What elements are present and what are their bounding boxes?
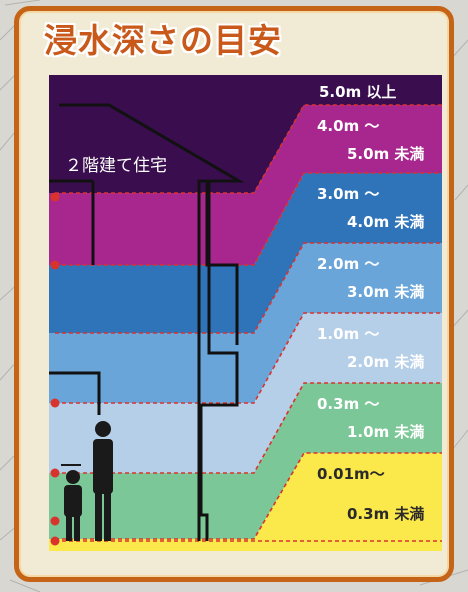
depth-label-1-line2: 5.0m 未満 xyxy=(347,145,425,163)
level-marker-1 xyxy=(50,260,60,270)
depth-label-4-line1: 1.0m ～ xyxy=(317,325,380,343)
door-frame xyxy=(199,179,239,541)
depth-band-5 xyxy=(49,383,442,539)
depth-band-3 xyxy=(49,243,442,403)
depth-label-5-line1: 0.3m ～ xyxy=(317,395,380,413)
depth-label-3-line1: 2.0m ～ xyxy=(317,255,380,273)
depth-label-2-line1: 3.0m ～ xyxy=(317,185,380,203)
depth-band-4 xyxy=(49,313,442,473)
level-marker-4 xyxy=(50,516,60,526)
depth-divider-2 xyxy=(55,172,442,266)
depth-band-6 xyxy=(49,453,442,551)
level-marker-2 xyxy=(50,398,60,408)
depth-label-2-line2: 4.0m 未満 xyxy=(347,213,425,231)
depth-divider-3 xyxy=(55,242,442,334)
depth-label-5-line2: 1.0m 未満 xyxy=(347,423,425,441)
level-marker-3 xyxy=(50,468,60,478)
depth-divider-5 xyxy=(55,382,442,474)
depth-band-2 xyxy=(49,173,442,333)
depth-label-6-line1: 0.01m～ xyxy=(317,465,385,483)
window-frame xyxy=(49,371,101,415)
depth-divider-6 xyxy=(55,452,442,540)
depth-label-3-line2: 3.0m 未満 xyxy=(347,283,425,301)
adult-figure xyxy=(93,421,113,541)
level-marker-5 xyxy=(50,536,60,546)
depth-label-6-line2: 0.3m 未満 xyxy=(347,505,425,523)
depth-band-1 xyxy=(49,105,442,265)
house-outline xyxy=(59,103,245,541)
depth-chart: ２階建て住宅 5.0m 以上 4.0m ～ 5.0m 未満 3.0m ～ 4.0m 未満… xyxy=(49,75,442,551)
depth-label-4-line2: 2.0m 未満 xyxy=(347,353,425,371)
depth-divider-4 xyxy=(55,312,442,404)
depth-diagram xyxy=(49,75,442,551)
depth-label-0-line1: 5.0m 以上 xyxy=(319,83,397,101)
level-marker-0 xyxy=(50,192,60,202)
depth-label-1-line1: 4.0m ～ xyxy=(317,117,380,135)
depth-divider-1 xyxy=(55,104,442,194)
inner-wall xyxy=(205,181,239,345)
house-label: ２階建て住宅 xyxy=(65,156,167,176)
panel-title: 浸水深さの目安 xyxy=(44,21,282,60)
child-figure xyxy=(64,470,82,541)
